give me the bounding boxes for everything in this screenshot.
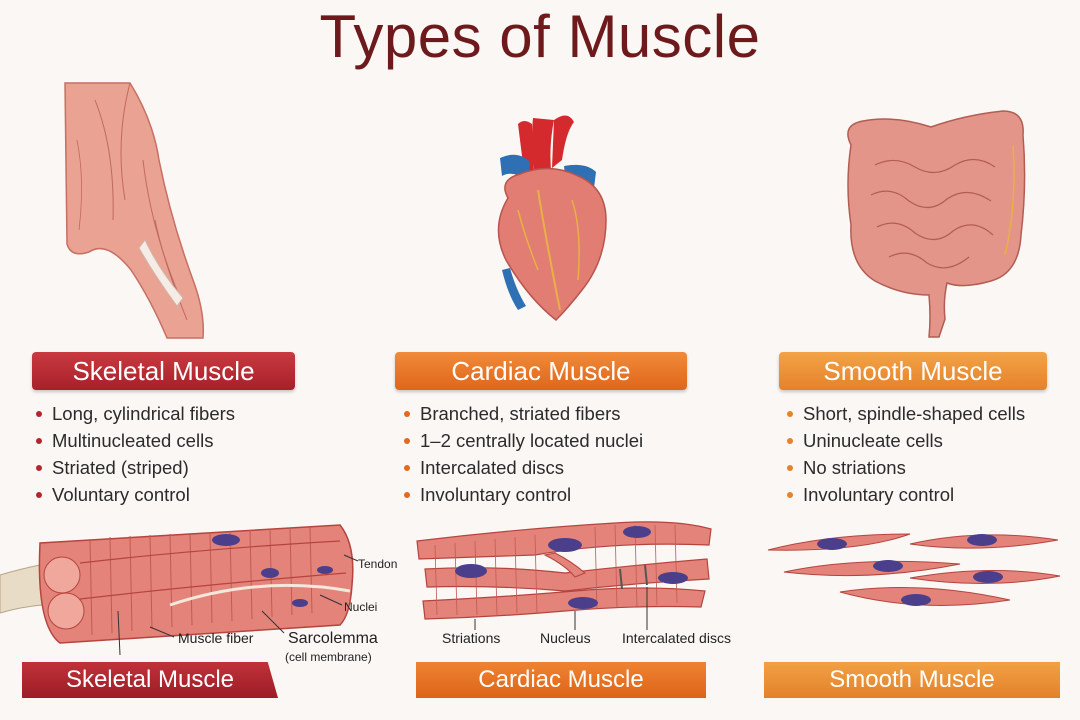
arm-muscle-icon <box>64 82 205 339</box>
list-item: Short, spindle-shaped cells <box>783 400 1025 427</box>
bullet-dot <box>404 465 410 472</box>
smooth-heading: Smooth Muscle <box>779 352 1047 390</box>
bullet-dot <box>36 411 42 418</box>
smooth-cells-diagram <box>767 533 1061 606</box>
bullet-dot <box>404 492 410 499</box>
list-item: Multinucleated cells <box>32 427 235 454</box>
skeletal-heading: Skeletal Muscle <box>32 352 295 390</box>
list-item: Involuntary control <box>400 481 643 508</box>
intestine-icon <box>847 110 1026 338</box>
nuclei-label: Nuclei <box>344 600 378 614</box>
tendon-label: Tendon <box>358 557 398 571</box>
bullet-dot <box>36 438 42 445</box>
smooth-footer: Smooth Muscle <box>764 662 1060 698</box>
bullet-dot <box>787 411 793 418</box>
list-item: Long, cylindrical fibers <box>32 400 235 427</box>
list-item: No striations <box>783 454 1025 481</box>
skeletal-bullets: Long, cylindrical fibers Multinucleated … <box>32 400 235 508</box>
muscle-fiber-label: Muscle fiber <box>178 630 254 646</box>
bullet-dot <box>787 465 793 472</box>
list-item: Involuntary control <box>783 481 1025 508</box>
bullet-dot <box>404 438 410 445</box>
cardiac-heading: Cardiac Muscle <box>395 352 687 390</box>
bullet-dot <box>36 465 42 472</box>
bullet-dot <box>404 411 410 418</box>
list-item: Branched, striated fibers <box>400 400 643 427</box>
cardiac-bullets: Branched, striated fibers 1–2 centrally … <box>400 400 643 508</box>
smooth-bullets: Short, spindle-shaped cells Uninucleate … <box>783 400 1025 508</box>
skeletal-footer: Skeletal Muscle <box>22 662 278 698</box>
sarcolemma-note: (cell membrane) <box>285 650 372 664</box>
heart-icon <box>497 115 607 322</box>
cardiac-fiber-diagram <box>416 521 712 630</box>
list-item: Voluntary control <box>32 481 235 508</box>
list-item: Striated (striped) <box>32 454 235 481</box>
bullet-dot <box>787 492 793 499</box>
bullet-dot <box>36 492 42 499</box>
sarcolemma-label: Sarcolemma <box>288 630 378 647</box>
page-title: Types of Muscle <box>319 3 761 70</box>
list-item: Intercalated discs <box>400 454 643 481</box>
nucleus-label: Nucleus <box>540 630 591 646</box>
cardiac-footer: Cardiac Muscle <box>416 662 706 698</box>
skeletal-fiber-diagram <box>0 524 359 655</box>
striations-label: Striations <box>442 630 501 646</box>
bullet-dot <box>787 438 793 445</box>
intercalated-discs-label: Intercalated discs <box>622 630 731 646</box>
list-item: 1–2 centrally located nuclei <box>400 427 643 454</box>
list-item: Uninucleate cells <box>783 427 1025 454</box>
